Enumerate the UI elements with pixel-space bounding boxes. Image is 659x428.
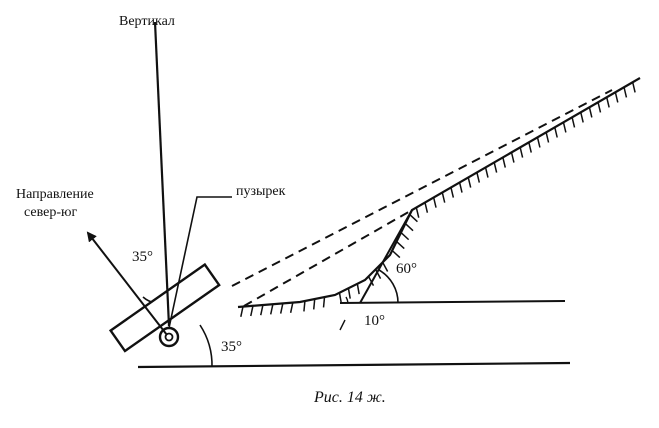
hatch-tick — [356, 283, 360, 295]
hatch-tick — [493, 162, 498, 173]
hatch-tick — [312, 298, 316, 310]
label-angle-base: 35° — [221, 339, 242, 355]
hatch-tick — [510, 152, 515, 163]
hatch-tick — [400, 231, 410, 241]
ray-60 — [359, 209, 413, 304]
upper-horizontal-line — [339, 300, 566, 304]
hatch-tick — [545, 132, 550, 143]
hatch-tick — [240, 306, 244, 317]
hatch-tick — [614, 92, 619, 103]
label-vertical: Вертикал — [119, 14, 175, 29]
label-direction-line1: Направление — [16, 187, 94, 202]
hatch-tick — [269, 304, 274, 315]
hatch-tick — [396, 240, 405, 250]
label-direction-line2: север-юг — [24, 205, 77, 220]
hatch-tick — [536, 137, 541, 148]
hatch-tick — [441, 192, 446, 203]
hatch-tick — [250, 305, 254, 317]
sight-line-lower — [243, 209, 413, 307]
hatch-tick — [289, 302, 294, 313]
hatch-tick — [580, 112, 584, 123]
hatch-tick — [382, 261, 389, 272]
hatch-tick — [322, 297, 326, 308]
hatch-tick — [605, 97, 610, 108]
hatch-tick — [588, 107, 593, 118]
arc-base-35 — [199, 324, 213, 368]
hatch-tick — [519, 147, 524, 158]
arc-60 — [378, 269, 399, 304]
hatch-tick — [623, 87, 628, 98]
arc-10 — [345, 296, 349, 304]
hatch-tick — [528, 142, 532, 153]
clinometer-body — [108, 262, 221, 353]
hatch-tick — [374, 269, 382, 279]
hatch-tick — [458, 182, 463, 193]
hatch-tick — [367, 276, 375, 287]
hatch-tick — [409, 214, 418, 223]
hatch-tick — [571, 117, 576, 128]
hatch-tick — [562, 122, 567, 133]
vertical-line — [153, 21, 171, 327]
label-angle-10: 10° — [364, 313, 385, 329]
direction-arrow — [86, 231, 168, 336]
leader-10 — [339, 319, 346, 331]
hatch-tick — [476, 172, 481, 183]
hatch-tick — [279, 303, 284, 314]
hatch-tick — [467, 177, 472, 188]
slope-surface — [237, 77, 641, 309]
hatch-tick — [631, 82, 636, 93]
label-bubble: пузырек — [236, 184, 286, 199]
label-angle-60: 60° — [396, 261, 417, 277]
hatch-tick — [450, 187, 455, 198]
ground-line — [137, 361, 571, 369]
hatch-tick — [391, 249, 401, 259]
hatch-tick — [554, 127, 558, 138]
hatch-tick — [259, 304, 264, 316]
hatch-tick — [338, 292, 342, 304]
bubble-inner — [164, 332, 174, 342]
figure-caption: Рис. 14 ж. — [313, 389, 386, 406]
hatch-tick — [484, 167, 489, 178]
hatch-tick — [432, 197, 437, 208]
hatch-tick — [303, 300, 306, 312]
sight-line-upper — [231, 89, 613, 287]
hatch-tick — [502, 157, 507, 168]
label-angle-vertical: 35° — [132, 249, 153, 265]
hatch-tick — [424, 202, 429, 213]
bubble-leader — [168, 196, 232, 329]
slope-hatching — [240, 82, 636, 317]
hatch-tick — [597, 102, 602, 113]
hatch-tick — [347, 288, 351, 299]
hatch-tick — [415, 207, 420, 218]
hatch-tick — [404, 223, 414, 232]
